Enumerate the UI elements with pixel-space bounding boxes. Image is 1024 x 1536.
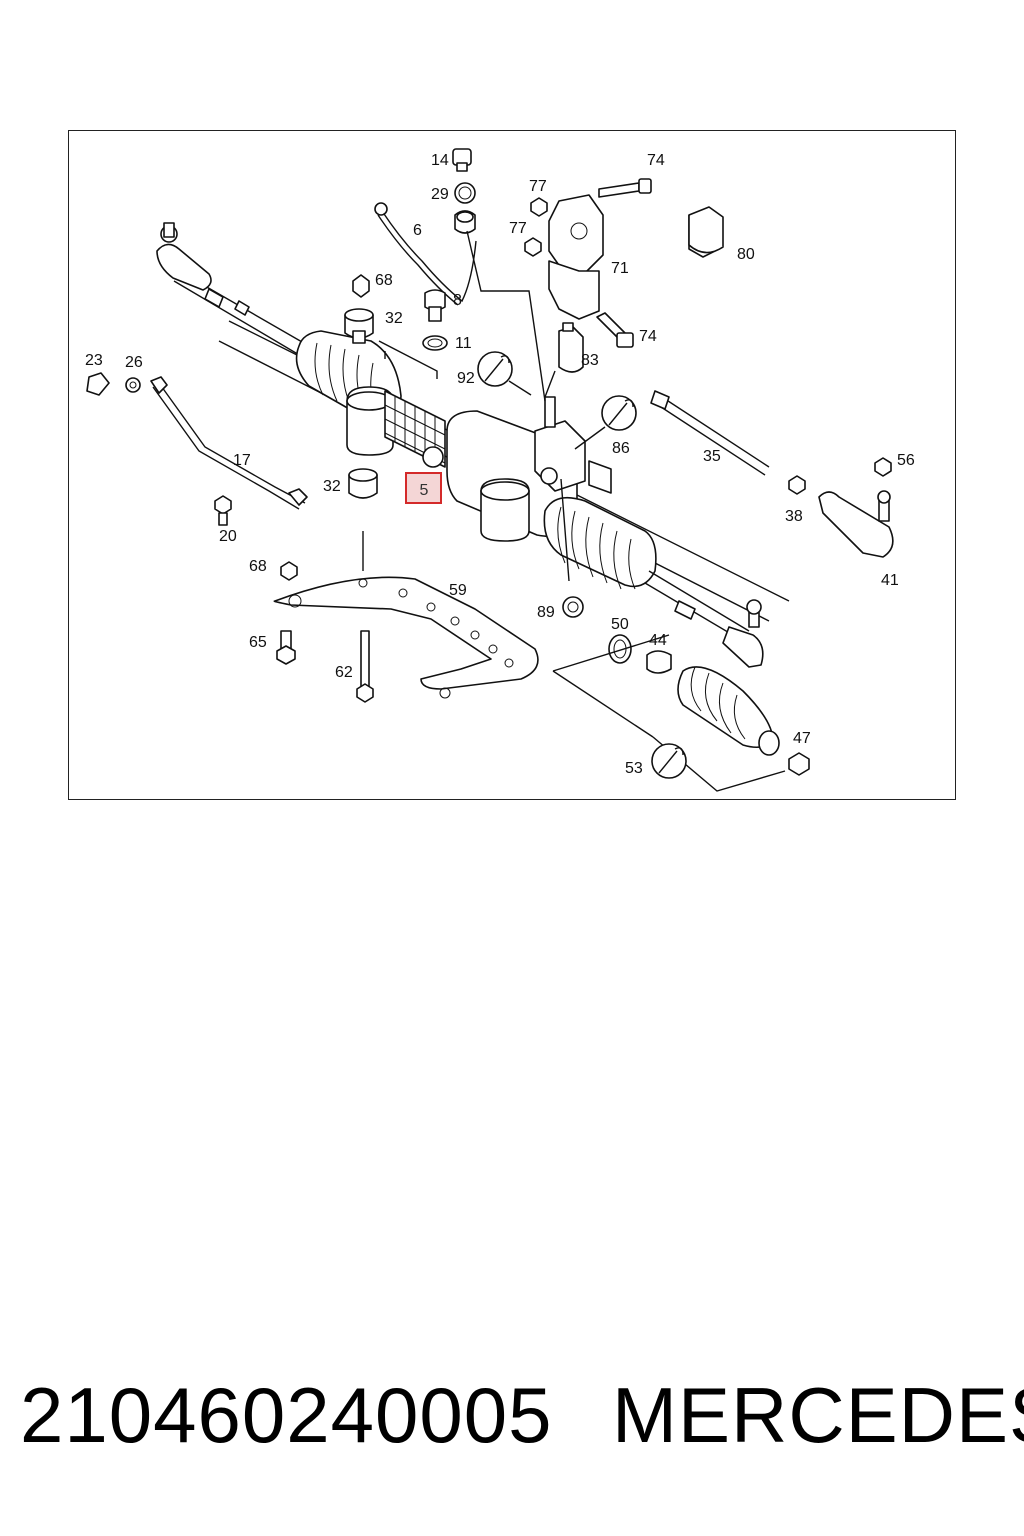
callout-20: 20 bbox=[219, 528, 237, 545]
callout-68-upper: 68 bbox=[375, 272, 393, 289]
callout-44: 44 bbox=[649, 632, 667, 649]
steering-rack-housing-drawing bbox=[156, 222, 790, 668]
callout-71: 71 bbox=[611, 260, 629, 277]
right-tie-rod-parts bbox=[552, 390, 894, 792]
right-bellow-boot bbox=[543, 496, 657, 590]
wrench-icon-92 bbox=[477, 351, 532, 396]
part-number-label: 21046024000​5 bbox=[20, 1371, 553, 1459]
callout-47: 47 bbox=[793, 730, 811, 747]
callout-92: 92 bbox=[457, 370, 475, 387]
callout-56: 56 bbox=[897, 452, 915, 469]
callout-41: 41 bbox=[881, 572, 899, 589]
parts-diagram-frame: 14 74 29 77 6 77 80 71 68 8 32 74 11 23 … bbox=[68, 130, 956, 800]
callout-6: 6 bbox=[413, 222, 422, 239]
upper-right-parts bbox=[524, 178, 724, 398]
part-caption: 21046024000​5 MERCEDES bbox=[0, 1370, 1024, 1470]
wrench-icon-53 bbox=[651, 743, 687, 779]
callout-65: 65 bbox=[249, 634, 267, 651]
callout-29: 29 bbox=[431, 186, 449, 203]
callout-32-upper: 32 bbox=[385, 310, 403, 327]
lower-bracket-parts bbox=[273, 468, 584, 703]
callout-68-lower: 68 bbox=[249, 558, 267, 575]
callout-23: 23 bbox=[85, 352, 103, 369]
upper-small-parts bbox=[344, 148, 546, 468]
highlight-box[interactable] bbox=[405, 472, 442, 504]
callout-26: 26 bbox=[125, 354, 143, 371]
callout-74-top: 74 bbox=[647, 152, 665, 169]
callout-17: 17 bbox=[233, 452, 251, 469]
callout-80: 80 bbox=[737, 246, 755, 263]
callout-38: 38 bbox=[785, 508, 803, 525]
callout-50: 50 bbox=[611, 616, 629, 633]
callout-62: 62 bbox=[335, 664, 353, 681]
callout-32-lower: 32 bbox=[323, 478, 341, 495]
callout-8: 8 bbox=[453, 292, 462, 309]
callout-83: 83 bbox=[581, 352, 599, 369]
callout-59: 59 bbox=[449, 582, 467, 599]
wrench-icon-86 bbox=[574, 395, 637, 450]
callout-5-highlighted[interactable]: 5 bbox=[420, 482, 429, 499]
callout-77-lower: 77 bbox=[509, 220, 527, 237]
callout-89: 89 bbox=[537, 604, 555, 621]
brand-label: MERCEDES bbox=[612, 1371, 1024, 1459]
callout-74-mid: 74 bbox=[639, 328, 657, 345]
callout-35: 35 bbox=[703, 448, 721, 465]
callout-53: 53 bbox=[625, 760, 643, 777]
steering-rack-exploded-diagram: 14 74 29 77 6 77 80 71 68 8 32 74 11 23 … bbox=[85, 148, 915, 792]
callout-86: 86 bbox=[612, 440, 630, 457]
callout-14: 14 bbox=[431, 152, 449, 169]
callout-labels: 14 74 29 77 6 77 80 71 68 8 32 74 11 23 … bbox=[85, 152, 915, 777]
callout-77-upper: 77 bbox=[529, 178, 547, 195]
highlighted-part-callout[interactable]: 5 bbox=[405, 472, 442, 504]
callout-11: 11 bbox=[455, 335, 472, 352]
left-line-parts bbox=[86, 372, 308, 526]
